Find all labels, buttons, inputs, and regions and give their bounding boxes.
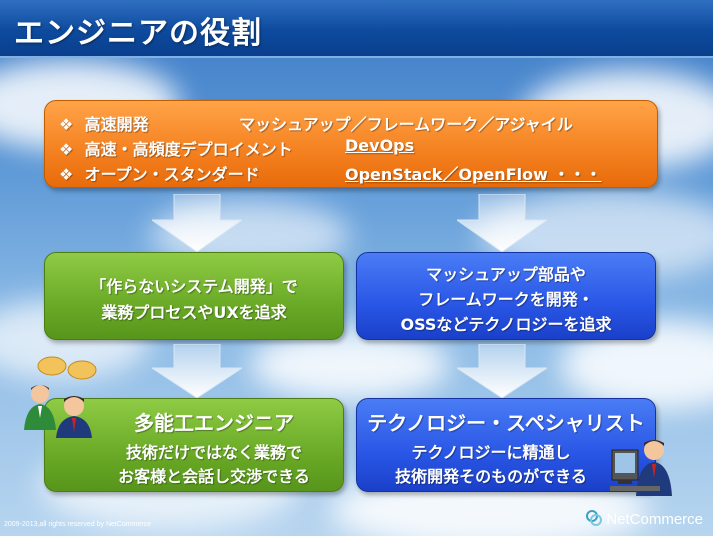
trend-row: ❖ オープン・スタンダード OpenStack／OpenFlow ・・・	[59, 161, 601, 185]
computer-worker-icon	[610, 440, 672, 496]
business-people-icon	[24, 356, 97, 438]
trend-value: DevOps	[345, 136, 415, 155]
trend-row: ❖ 高速開発 マッシュアップ／フレームワーク／アジャイル	[59, 111, 573, 135]
right-middle-line1: マッシュアップ部品や	[426, 265, 586, 284]
right-bottom-box: テクノロジー・スペシャリスト テクノロジーに精通し 技術開発そのものができる	[356, 398, 656, 492]
down-arrow-icon	[152, 344, 242, 398]
diamond-bullet-icon: ❖	[59, 140, 74, 159]
down-arrow-icon	[152, 194, 242, 252]
right-bottom-title: テクノロジー・スペシャリスト	[367, 411, 645, 435]
right-bottom-line2: 技術開発そのものができる	[395, 467, 587, 486]
trend-value: OpenStack／OpenFlow ・・・	[345, 165, 602, 184]
slide-header: エンジニアの役割	[0, 0, 713, 58]
left-middle-line2: 業務プロセスやUXを追求	[101, 303, 287, 322]
right-middle-line2: フレームワークを開発・	[418, 290, 594, 309]
trend-label: オープン・スタンダード	[84, 165, 260, 184]
left-bottom-line2: お客様と会話し交渉できる	[118, 467, 310, 486]
left-middle-box: 「作らないシステム開発」で 業務プロセスやUXを追求	[44, 252, 344, 340]
trend-label: 高速開発	[84, 115, 149, 134]
copyright-text: 2009-2013,all rights reserved by NetComm…	[4, 521, 152, 528]
diamond-bullet-icon: ❖	[59, 165, 74, 184]
netcommerce-logo-icon	[586, 510, 603, 530]
trend-row: ❖ 高速・高頻度デプロイメント DevOps	[59, 136, 414, 160]
right-bottom-line1: テクノロジーに精通し	[411, 443, 571, 462]
down-arrow-icon	[457, 344, 547, 398]
left-bottom-title: 多能工エンジニア	[134, 411, 294, 435]
trend-value: マッシュアップ／フレームワーク／アジャイル	[239, 115, 573, 134]
diamond-bullet-icon: ❖	[59, 115, 74, 134]
down-arrow-icon	[457, 194, 547, 252]
right-middle-box: マッシュアップ部品や フレームワークを開発・ OSSなどテクノロジーを追求	[356, 252, 656, 340]
trend-label: 高速・高頻度デプロイメント	[84, 140, 293, 159]
company-logo: NetCommerce	[586, 510, 703, 530]
left-bottom-line1: 技術だけではなく業務で	[125, 443, 302, 462]
slide-title: エンジニアの役割	[14, 16, 262, 51]
right-middle-line3: OSSなどテクノロジーを追求	[400, 315, 612, 334]
top-trends-box: ❖ 高速開発 マッシュアップ／フレームワーク／アジャイル ❖ 高速・高頻度デプロ…	[44, 100, 658, 188]
left-middle-line1: 「作らないシステム開発」で	[90, 277, 298, 296]
logo-text: NetCommerce	[606, 510, 703, 528]
left-bottom-box: 多能工エンジニア 技術だけではなく業務で お客様と会話し交渉できる	[44, 398, 344, 492]
